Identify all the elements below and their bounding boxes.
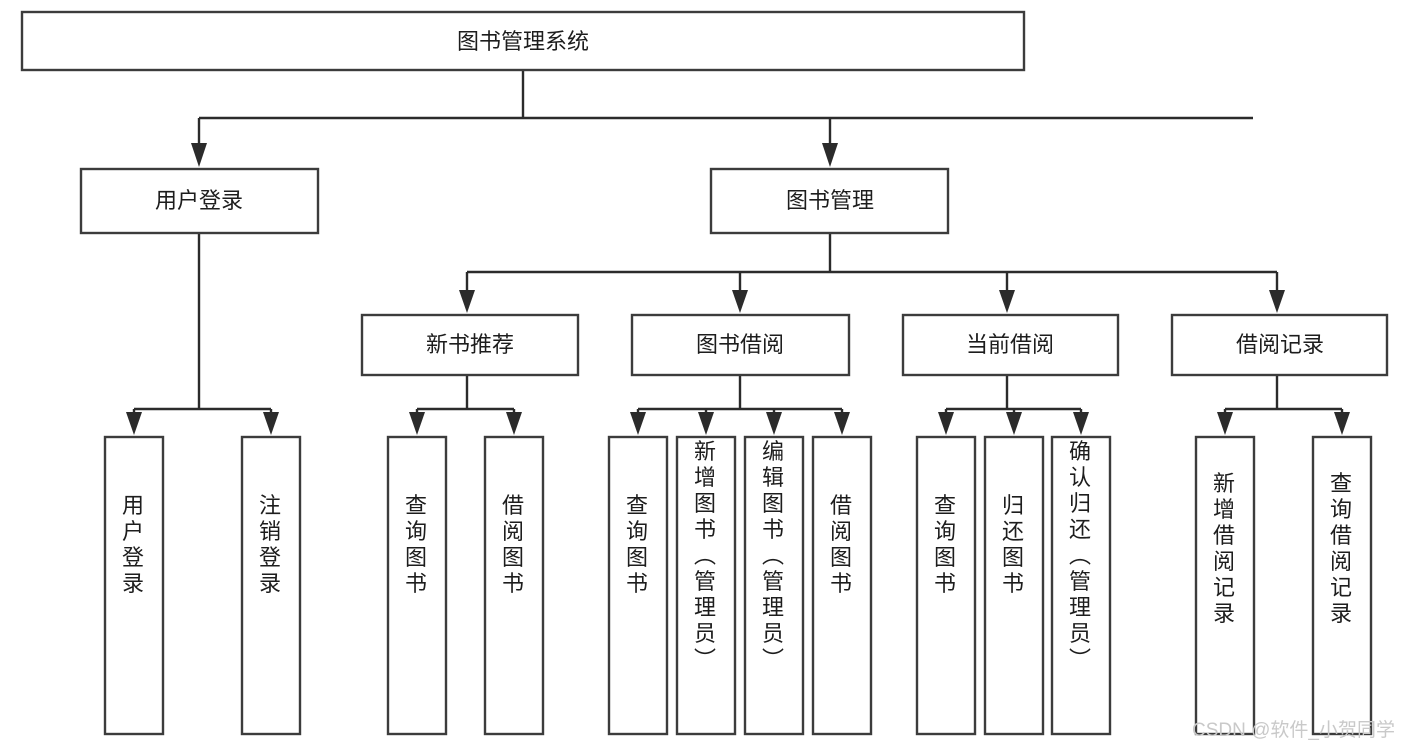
node-leaf-query-record[interactable]: 查询借阅记录	[1311, 435, 1373, 736]
node-book-manage[interactable]: 图书管理	[709, 167, 950, 235]
node-leaf-edit-book-box[interactable]	[743, 435, 805, 736]
csdn-watermark: CSDN @软件_小贺同学	[1192, 719, 1395, 741]
node-book-borrow[interactable]: 图书借阅	[630, 313, 851, 377]
node-leaf-return-book-box[interactable]	[983, 435, 1045, 736]
node-user-login-box[interactable]	[79, 167, 320, 235]
node-leaf-add-record-box[interactable]	[1194, 435, 1256, 736]
edge-group-book-manage-to-level3	[459, 233, 1285, 313]
node-leaf-add-book-box[interactable]	[675, 435, 737, 736]
node-leaf-confirm-return-label: 确认归还︵管理员︶	[1069, 439, 1093, 672]
node-current-borrow[interactable]: 当前借阅	[901, 313, 1120, 377]
arrow-to-leaf-query-book-3	[938, 412, 954, 435]
arrow-to-leaf-user-login	[126, 412, 142, 435]
edge-group-borrow-record-to-leaves	[1217, 375, 1350, 435]
arrow-to-leaf-edit-book	[766, 412, 782, 435]
node-leaf-logout-login-box[interactable]	[240, 435, 302, 736]
node-leaf-confirm-return[interactable]: 确认归还︵管理员︶	[1050, 435, 1112, 736]
edge-group-current-borrow-to-leaves	[938, 375, 1089, 435]
node-borrow-record[interactable]: 借阅记录	[1170, 313, 1389, 377]
node-user-login[interactable]: 用户登录	[79, 167, 320, 235]
node-leaf-borrow-book-2[interactable]: 借阅图书	[811, 435, 873, 736]
arrow-to-leaf-logout-login	[263, 412, 279, 435]
node-leaf-query-record-box[interactable]	[1311, 435, 1373, 736]
arrow-to-leaf-query-book-2	[630, 412, 646, 435]
node-leaf-borrow-book-1-box[interactable]	[483, 435, 545, 736]
node-leaf-logout-login[interactable]: 注销登录	[240, 435, 302, 736]
edge-group-new-book-recommend-to-leaves	[409, 375, 522, 435]
arrow-to-leaf-return-book	[1006, 412, 1022, 435]
arrow-to-leaf-borrow-book-2	[834, 412, 850, 435]
node-leaf-add-book[interactable]: 新增图书︵管理员︶	[675, 435, 737, 736]
node-root-box[interactable]	[20, 10, 1026, 72]
edge-group-root-to-level2	[191, 70, 1253, 167]
node-leaf-query-book-3-label: 查询图书	[934, 493, 958, 596]
arrow-to-leaf-query-record	[1334, 412, 1350, 435]
node-leaf-add-book-label: 新增图书︵管理员︶	[694, 439, 718, 672]
node-leaf-query-book-3[interactable]: 查询图书	[915, 435, 977, 736]
arrow-to-book-manage	[822, 143, 838, 167]
node-new-book-recommend-box[interactable]	[360, 313, 580, 377]
node-leaf-query-book-1-box[interactable]	[386, 435, 448, 736]
node-leaf-user-login-box[interactable]	[103, 435, 165, 736]
arrow-to-user-login	[191, 143, 207, 167]
node-leaf-add-record-label: 新增借阅记录	[1213, 471, 1237, 626]
node-leaf-user-login-label: 用户登录	[122, 493, 146, 596]
node-leaf-query-book-1-label: 查询图书	[405, 493, 429, 596]
node-leaf-user-login[interactable]: 用户登录	[103, 435, 165, 736]
node-current-borrow-box[interactable]	[901, 313, 1120, 377]
node-leaf-query-book-2[interactable]: 查询图书	[607, 435, 669, 736]
node-leaf-borrow-book-1[interactable]: 借阅图书	[483, 435, 545, 736]
node-leaf-borrow-book-2-label: 借阅图书	[830, 493, 854, 596]
node-new-book-recommend[interactable]: 新书推荐	[360, 313, 580, 377]
node-book-borrow-box[interactable]	[630, 313, 851, 377]
node-leaf-edit-book[interactable]: 编辑图书︵管理员︶	[743, 435, 805, 736]
node-book-manage-box[interactable]	[709, 167, 950, 235]
arrow-to-current-borrow	[999, 290, 1015, 313]
node-user-login-label: 用户登录	[155, 188, 243, 213]
node-borrow-record-label: 借阅记录	[1236, 332, 1324, 357]
node-borrow-record-box[interactable]	[1170, 313, 1389, 377]
node-current-borrow-label: 当前借阅	[966, 332, 1054, 357]
node-leaf-query-book-3-box[interactable]	[915, 435, 977, 736]
arrow-to-new-book-recommend	[459, 290, 475, 313]
arrow-to-leaf-add-record	[1217, 412, 1233, 435]
node-leaf-add-record[interactable]: 新增借阅记录	[1194, 435, 1256, 736]
node-leaf-borrow-book-1-label: 借阅图书	[502, 493, 526, 596]
edge-group-user-login-to-leaves	[126, 233, 279, 435]
node-leaf-query-record-label: 查询借阅记录	[1330, 471, 1354, 626]
arrow-to-borrow-record	[1269, 290, 1285, 313]
node-book-borrow-label: 图书借阅	[696, 332, 784, 357]
node-leaf-return-book-label: 归还图书	[1002, 493, 1026, 596]
arrow-to-leaf-add-book	[698, 412, 714, 435]
node-root-label: 图书管理系统	[457, 29, 589, 54]
arrow-to-leaf-query-book-1	[409, 412, 425, 435]
arrow-to-book-borrow	[732, 290, 748, 313]
node-leaf-borrow-book-2-box[interactable]	[811, 435, 873, 736]
arrow-to-leaf-borrow-book-1	[506, 412, 522, 435]
node-leaf-query-book-2-label: 查询图书	[626, 493, 650, 596]
node-leaf-confirm-return-box[interactable]	[1050, 435, 1112, 736]
node-root[interactable]: 图书管理系统	[20, 10, 1026, 72]
node-leaf-return-book[interactable]: 归还图书	[983, 435, 1045, 736]
node-leaf-edit-book-label: 编辑图书︵管理员︶	[762, 439, 786, 672]
edge-group-book-borrow-to-leaves	[630, 375, 850, 435]
node-new-book-recommend-label: 新书推荐	[426, 332, 514, 357]
node-leaf-logout-login-label: 注销登录	[259, 493, 283, 596]
arrow-to-leaf-confirm-return	[1073, 412, 1089, 435]
node-book-manage-label: 图书管理	[786, 188, 874, 213]
node-leaf-query-book-2-box[interactable]	[607, 435, 669, 736]
node-leaf-query-book-1[interactable]: 查询图书	[386, 435, 448, 736]
